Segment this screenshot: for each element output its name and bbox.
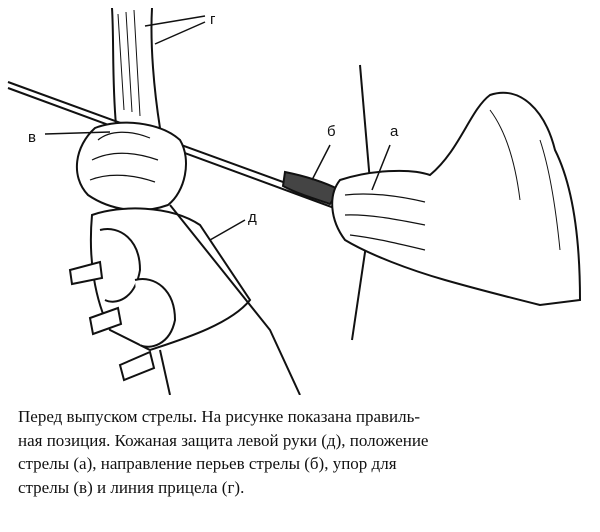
left-hand — [75, 121, 187, 212]
label-d: д — [248, 209, 257, 226]
sight-lines — [144, 15, 206, 45]
right-hand — [331, 91, 582, 307]
arm-guard — [68, 207, 252, 382]
leader-lines — [44, 131, 391, 241]
caption-line: Перед выпуском стрелы. На рисунке показа… — [18, 407, 421, 426]
label-a: а — [390, 123, 399, 140]
caption-line: ная позиция. Кожаная защита левой руки (… — [18, 430, 429, 450]
caption-line: стрелы (в) и линия прицела (г). — [18, 477, 245, 497]
bow-limb-upper — [111, 7, 162, 130]
forearm — [159, 204, 301, 395]
label-g: г — [210, 11, 216, 28]
label-v: в — [28, 129, 36, 146]
caption-line: стрелы (а), направление перьев стрелы (б… — [18, 454, 397, 473]
label-b: б — [327, 123, 336, 140]
archery-illustration: г в б а д — [7, 7, 582, 395]
caption: Перед выпуском стрелы. На рисунке показа… — [18, 405, 588, 499]
